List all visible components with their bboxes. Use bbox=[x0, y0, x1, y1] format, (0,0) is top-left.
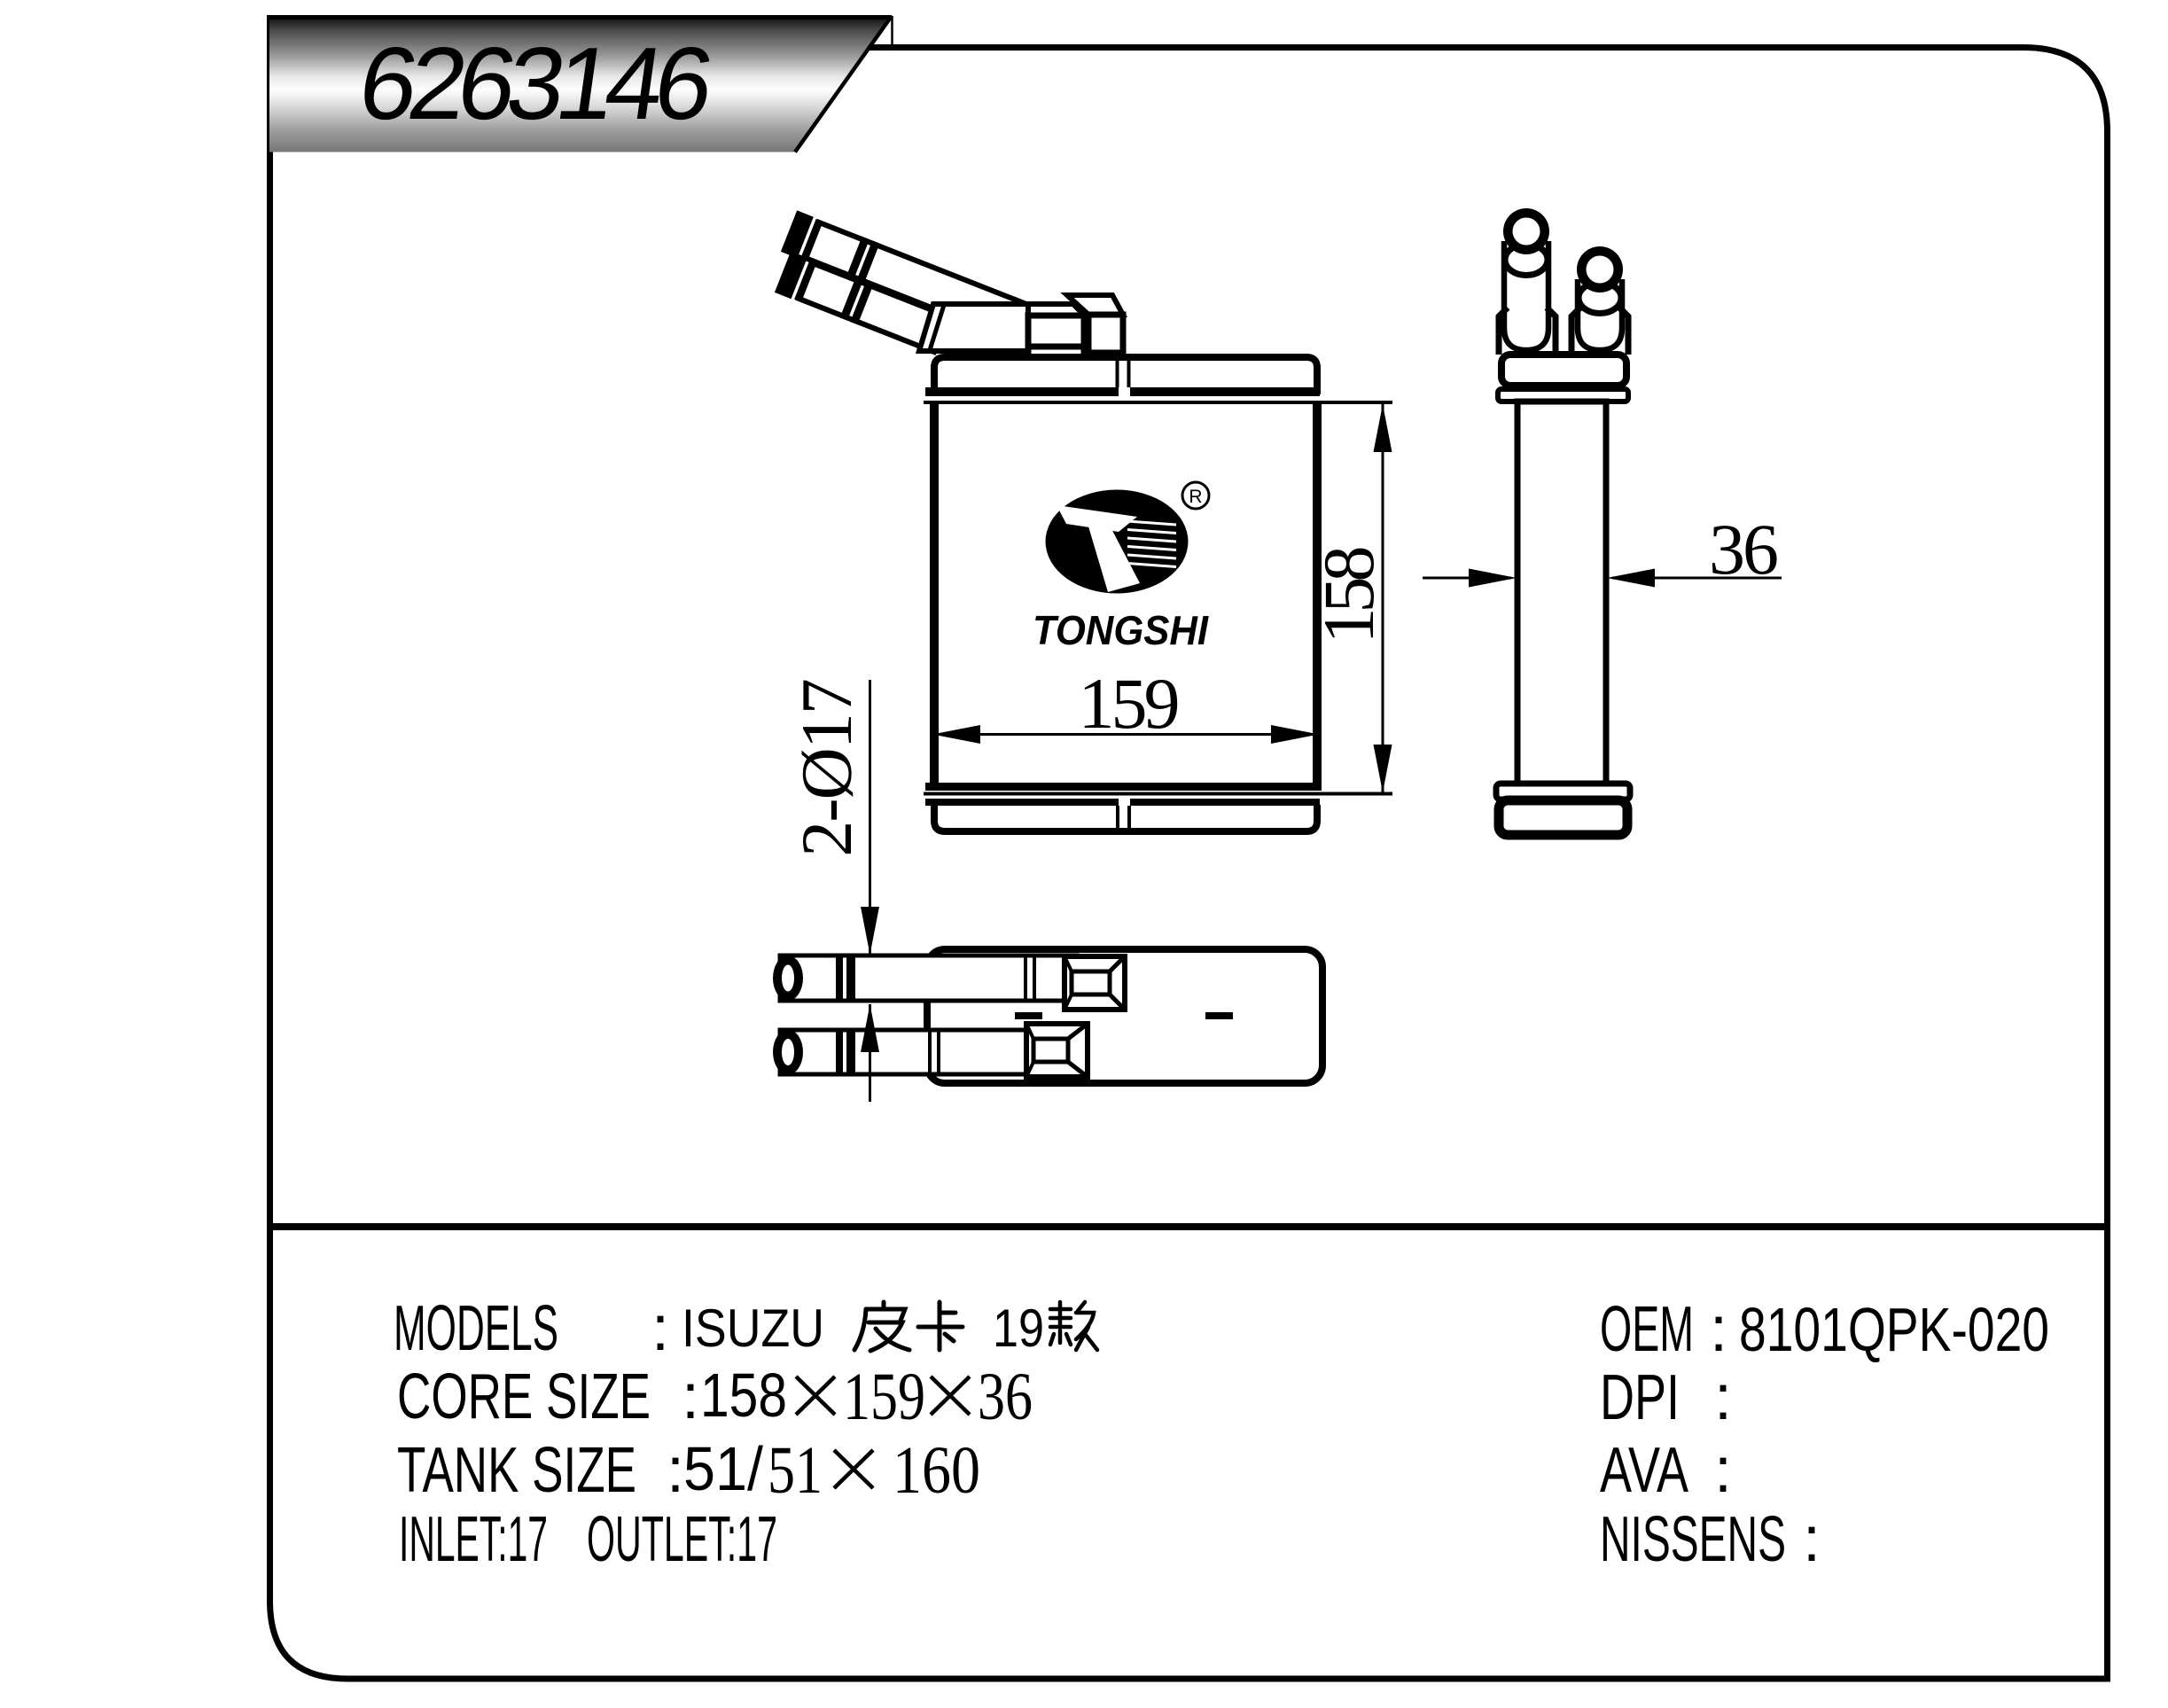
svg-text:36: 36 bbox=[978, 1360, 1033, 1434]
svg-text:CORE SIZE: CORE SIZE bbox=[397, 1361, 651, 1432]
svg-text:51: 51 bbox=[768, 1433, 823, 1508]
svg-text:INLET:17: INLET:17 bbox=[399, 1504, 548, 1575]
svg-text:8101QPK-020: 8101QPK-020 bbox=[1739, 1295, 2049, 1364]
svg-text:TONGSHI: TONGSHI bbox=[1033, 607, 1209, 653]
svg-text:159: 159 bbox=[843, 1360, 925, 1434]
svg-text:36: 36 bbox=[1709, 509, 1777, 589]
svg-text::: : bbox=[1714, 1435, 1732, 1506]
svg-text::: : bbox=[1710, 1294, 1727, 1365]
svg-text:AVA: AVA bbox=[1600, 1435, 1688, 1506]
svg-text:TANK SIZE: TANK SIZE bbox=[397, 1435, 636, 1506]
svg-text:DPI: DPI bbox=[1600, 1362, 1680, 1433]
svg-text:MODELS: MODELS bbox=[394, 1293, 558, 1364]
svg-text:OUTLET:17: OUTLET:17 bbox=[587, 1504, 777, 1575]
svg-text:R: R bbox=[1189, 487, 1202, 507]
svg-text:6263146: 6263146 bbox=[353, 26, 717, 141]
svg-text:19: 19 bbox=[993, 1299, 1044, 1358]
svg-text:158: 158 bbox=[1308, 549, 1389, 644]
svg-text:2-Ø17: 2-Ø17 bbox=[786, 680, 867, 857]
svg-text::: : bbox=[1803, 1504, 1821, 1575]
svg-text::: : bbox=[682, 1361, 699, 1432]
svg-text:OEM: OEM bbox=[1600, 1294, 1694, 1365]
svg-text::: : bbox=[651, 1293, 669, 1364]
svg-text::: : bbox=[667, 1435, 684, 1506]
svg-text:158: 158 bbox=[700, 1361, 787, 1430]
svg-text:NISSENS: NISSENS bbox=[1600, 1504, 1786, 1575]
svg-text:160: 160 bbox=[893, 1433, 980, 1508]
svg-text::: : bbox=[1714, 1362, 1732, 1433]
svg-text:ISUZU: ISUZU bbox=[682, 1299, 824, 1358]
svg-text:159: 159 bbox=[1079, 663, 1178, 744]
svg-text:51/: 51/ bbox=[683, 1434, 764, 1503]
